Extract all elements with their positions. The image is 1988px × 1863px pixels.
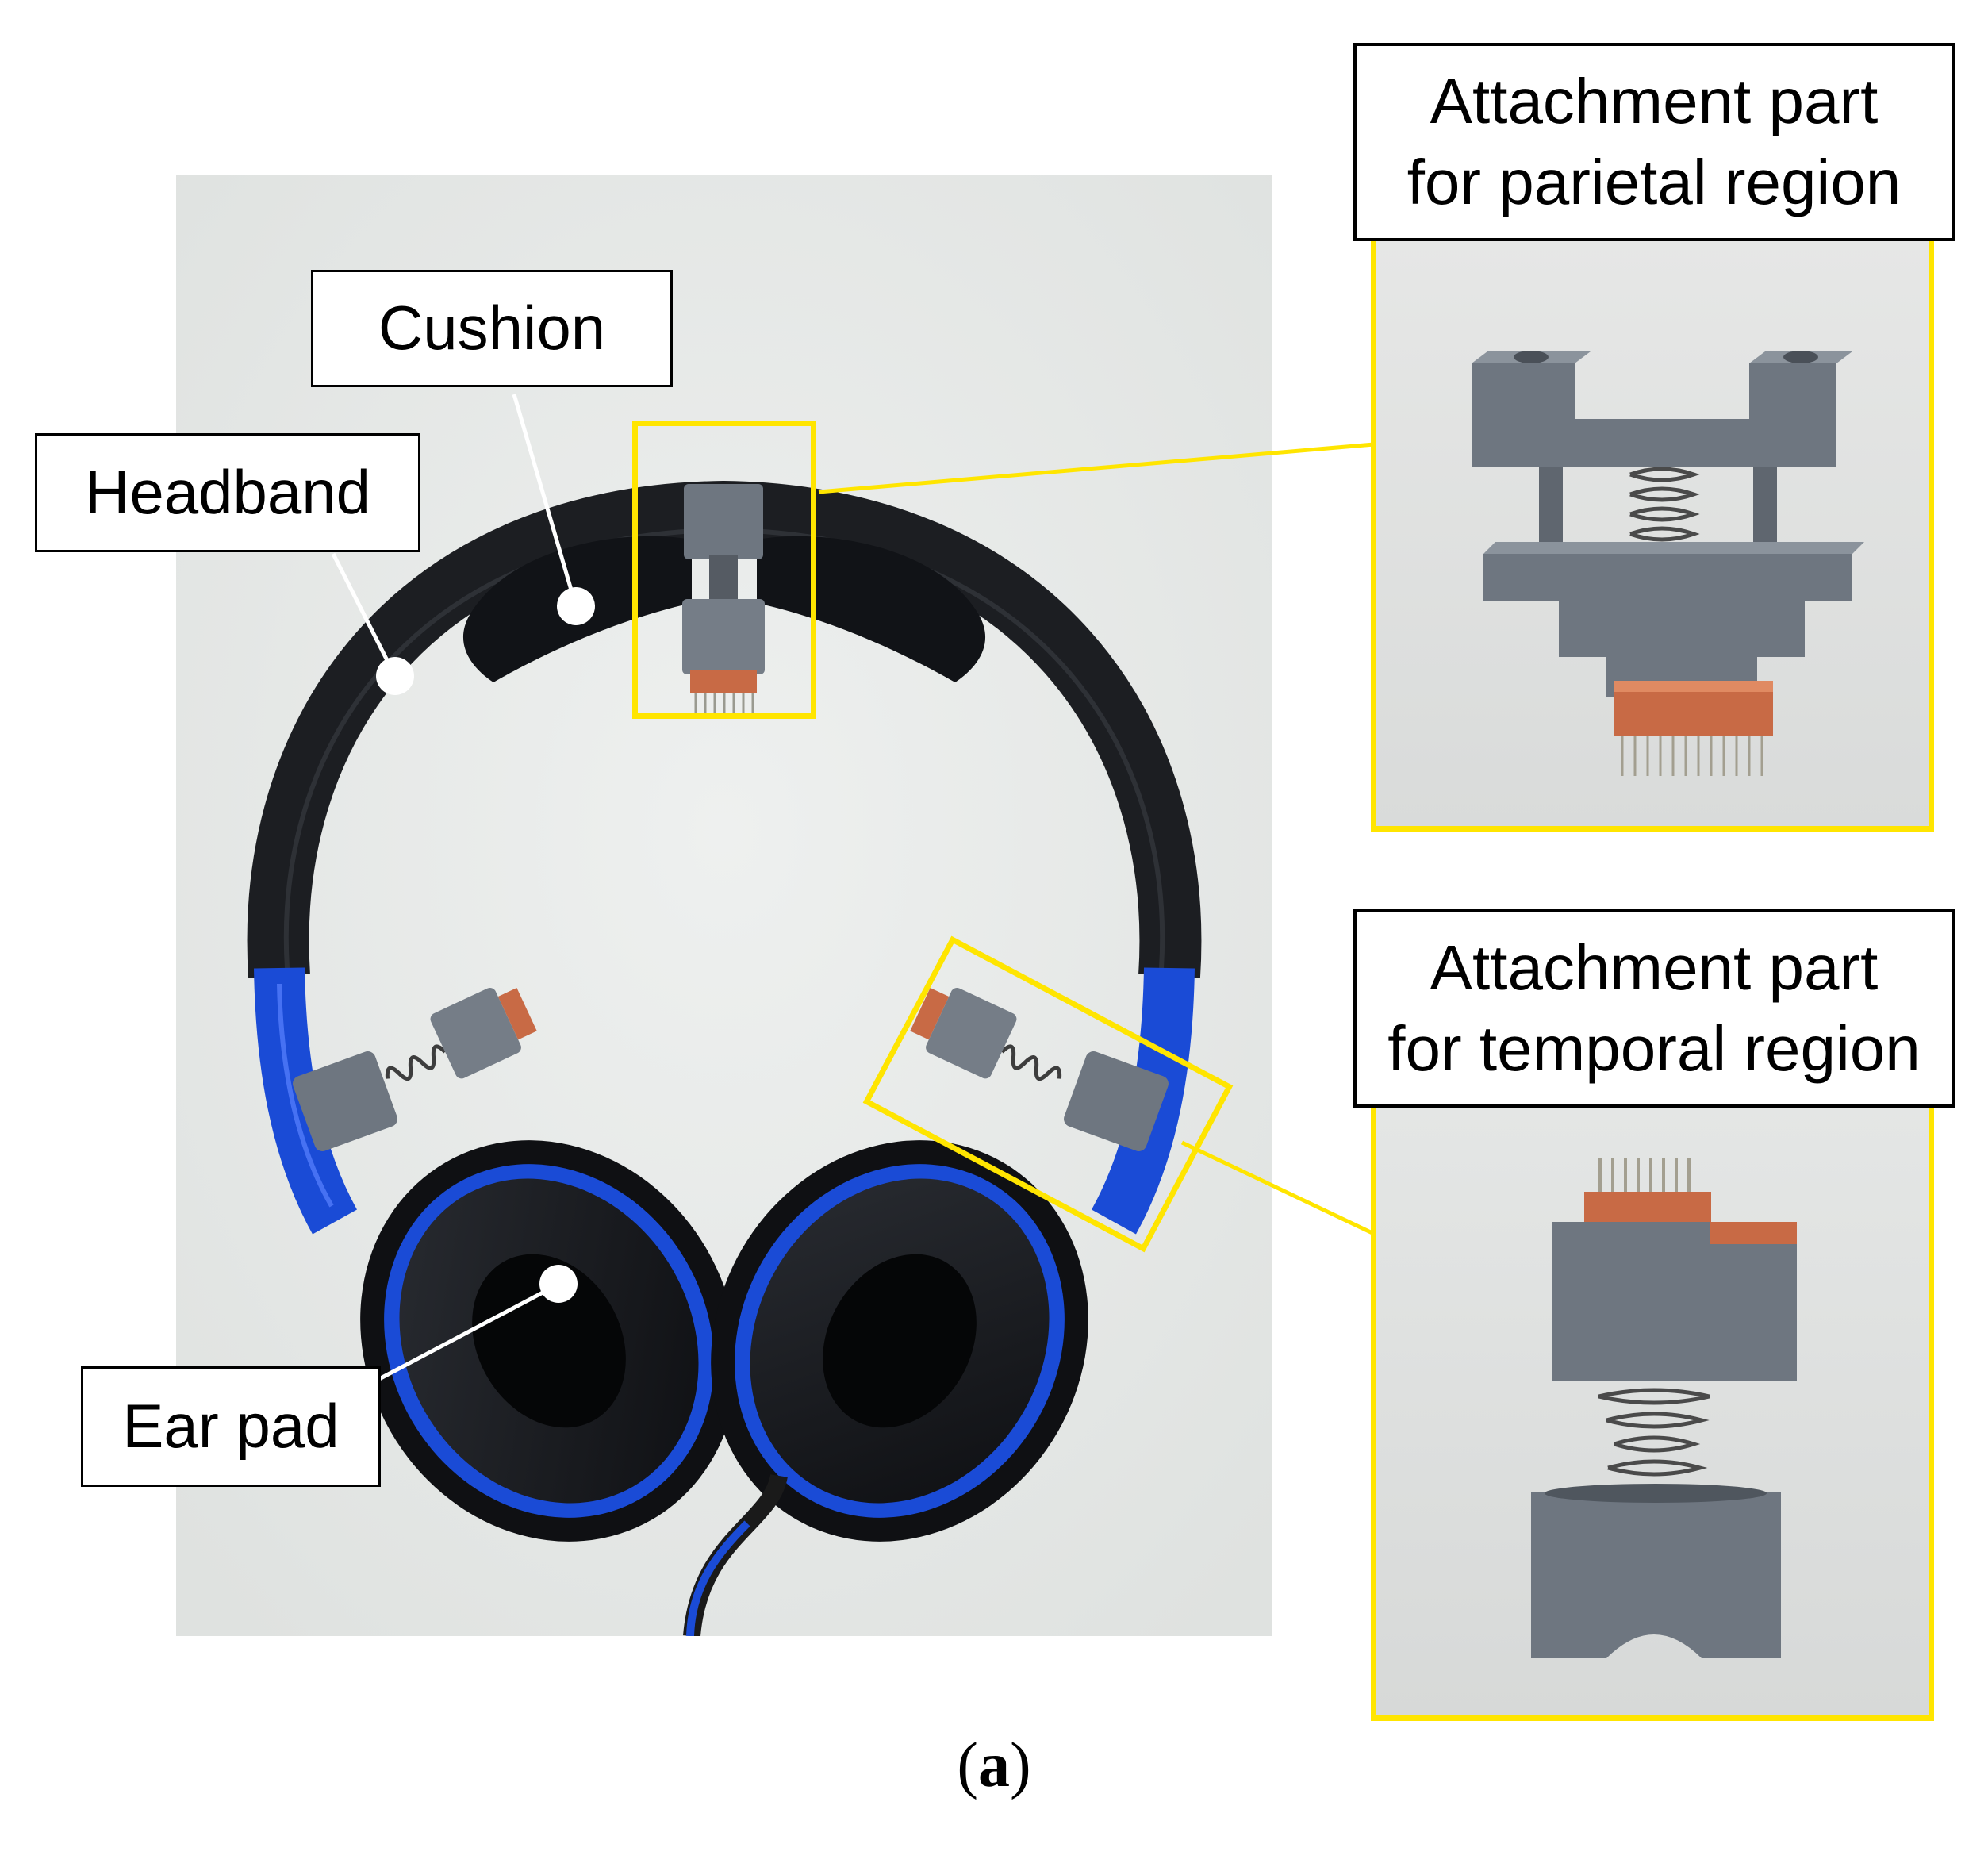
temporal-attachment-photo: [1376, 1103, 1929, 1715]
temporal-label-line1: Attachment part: [1430, 932, 1879, 1003]
headband-label-text: Headband: [85, 457, 370, 528]
parietal-attachment-label: Attachment part for parietal region: [1353, 43, 1955, 241]
caption-close: ): [1010, 1730, 1031, 1800]
ear-pad-label: Ear pad: [81, 1366, 381, 1487]
caption-open: (: [957, 1730, 978, 1800]
parietal-detail-frame: [1371, 232, 1934, 832]
caption-letter: a: [978, 1730, 1010, 1800]
parietal-label-line2: for parietal region: [1407, 147, 1902, 217]
cushion-label: Cushion: [311, 270, 673, 387]
headband-label: Headband: [35, 433, 420, 552]
parietal-attachment-photo: [1376, 236, 1929, 827]
figure-caption: (a): [0, 1730, 1988, 1802]
parietal-label-line1: Attachment part: [1430, 65, 1879, 136]
temporal-attachment-label: Attachment part for temporal region: [1353, 909, 1955, 1108]
temporal-label-line2: for temporal region: [1387, 1013, 1921, 1084]
parietal-highlight-frame: [632, 421, 816, 719]
temporal-detail-frame: [1371, 1097, 1934, 1721]
ear-pad-label-text: Ear pad: [122, 1391, 340, 1462]
cushion-label-text: Cushion: [378, 293, 606, 363]
